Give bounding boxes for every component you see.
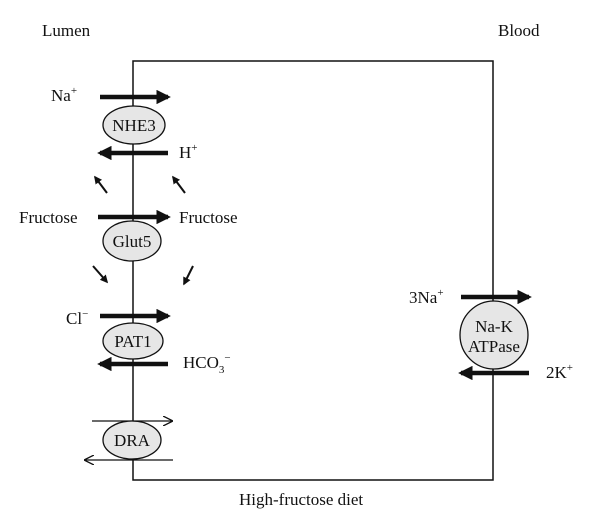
cl-ion-label: Cl− xyxy=(66,308,88,328)
2k-ion-label: 2K+ xyxy=(546,362,573,382)
glut5-transporter-group: Glut5 Fructose Fructose xyxy=(19,208,238,262)
h-ion-label: H+ xyxy=(179,142,198,162)
pat1-transporter xyxy=(102,322,164,360)
glut5-transporter xyxy=(102,220,162,262)
na-ion-label: Na+ xyxy=(51,85,77,105)
reg-arrow-up-right xyxy=(172,175,186,194)
cell-membrane xyxy=(132,60,494,481)
3na-ion-label: 3Na+ xyxy=(409,287,444,307)
dra-label: DRA xyxy=(114,431,151,450)
reg-arrow-down-left xyxy=(92,265,109,284)
glut5-label: Glut5 xyxy=(113,232,152,251)
nhe3-transporter xyxy=(102,105,166,145)
nak-label-line2: ATPase xyxy=(468,337,520,356)
dra-transporter xyxy=(102,420,162,460)
reg-arrow-down-right xyxy=(183,265,194,286)
diet-caption: High-fructose diet xyxy=(239,490,363,509)
fructose-cell-label: Fructose xyxy=(179,208,238,227)
pat1-exchanger: PAT1 Cl− HCO3− xyxy=(66,308,231,376)
hco3-ion-label: HCO3− xyxy=(183,352,231,376)
reg-arrow-up-left xyxy=(94,175,108,194)
pat1-label: PAT1 xyxy=(114,332,151,351)
nak-atpase-pump: Na-K ATPase 3Na+ 2K+ xyxy=(409,287,573,382)
blood-label: Blood xyxy=(498,21,540,40)
nak-label-line1: Na-K xyxy=(475,317,513,336)
nhe3-label: NHE3 xyxy=(112,116,155,135)
fructose-lumen-label: Fructose xyxy=(19,208,78,227)
nhe3-exchanger: NHE3 Na+ H+ xyxy=(51,85,198,162)
nak-transporter xyxy=(459,300,529,370)
dra-exchanger: DRA xyxy=(85,421,173,460)
lumen-label: Lumen xyxy=(42,21,91,40)
